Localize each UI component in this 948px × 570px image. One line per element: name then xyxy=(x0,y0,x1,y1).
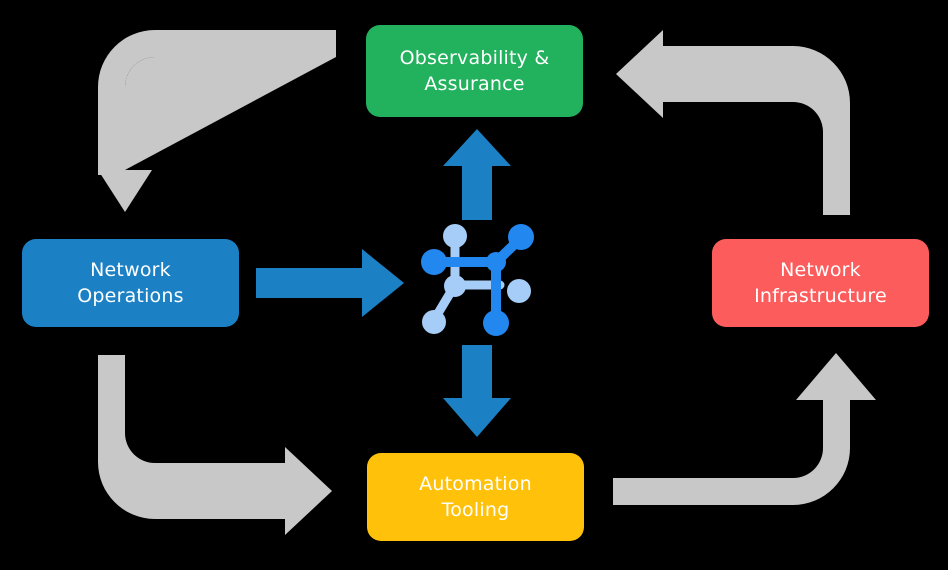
arrow-infrastructure-to-observability xyxy=(616,30,850,215)
icon-link-light-diagonal xyxy=(429,280,460,325)
arrow-operations-to-center xyxy=(256,249,404,317)
icon-node-hub xyxy=(486,252,506,272)
arrow-operations-to-automation xyxy=(98,355,332,535)
node-label-network-infrastructure: Network Infrastructure xyxy=(754,258,887,307)
node-box-network-infrastructure[interactable]: Network Infrastructure xyxy=(712,239,929,327)
node-label-observability-assurance: Observability & Assurance xyxy=(399,46,550,95)
node-box-network-operations[interactable]: Network Operations xyxy=(22,239,239,327)
arrow-center-to-automation xyxy=(443,345,511,437)
node-box-automation-tooling[interactable]: Automation Tooling xyxy=(367,453,584,541)
icon-node-top-right xyxy=(508,224,534,250)
icon-node-center-light xyxy=(444,275,466,297)
node-box-observability-assurance[interactable]: Observability & Assurance xyxy=(366,25,583,117)
icon-node-bottom-left-light xyxy=(422,310,446,334)
icon-node-bottom xyxy=(483,310,509,336)
icon-link-upper-diagonal xyxy=(491,233,526,267)
node-label-automation-tooling: Automation Tooling xyxy=(419,472,532,521)
arrow-automation-to-infrastructure xyxy=(613,353,876,505)
icon-node-right-light xyxy=(507,279,531,303)
node-label-network-operations: Network Operations xyxy=(77,258,184,307)
icon-node-left xyxy=(421,249,447,275)
arrow-center-to-observability xyxy=(443,129,511,220)
icon-node-top-light xyxy=(443,224,467,248)
arrow-observability-to-operations xyxy=(98,30,336,212)
